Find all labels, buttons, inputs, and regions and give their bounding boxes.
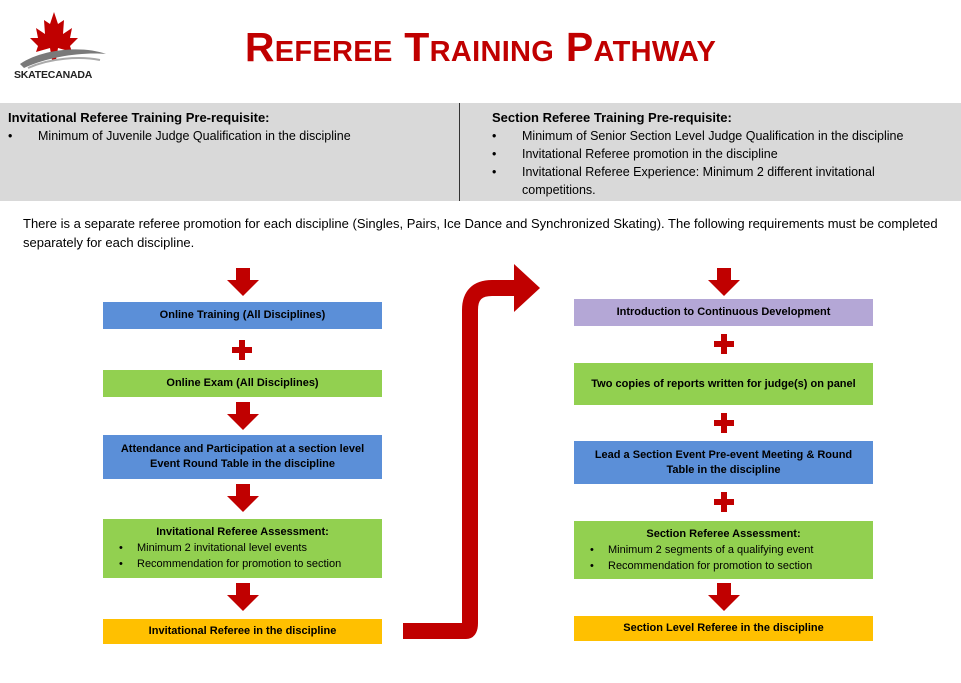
prerequisites-divider <box>459 103 460 201</box>
down-arrow-icon <box>227 583 259 611</box>
page-title: Referee Training Pathway <box>244 24 717 70</box>
invitational-prerequisites-heading: Invitational Referee Training Pre-requis… <box>8 110 270 125</box>
section-assessment-list: Minimum 2 segments of a qualifying event… <box>582 542 865 574</box>
down-arrow-icon <box>708 268 740 296</box>
section-prerequisites-heading: Section Referee Training Pre-requisite: <box>492 110 732 125</box>
invitational-prerequisites-list: Minimum of Juvenile Judge Qualification … <box>8 127 448 145</box>
online-training-step: Online Training (All Disciplines) <box>103 302 382 329</box>
section-prerequisites-list: Minimum of Senior Section Level Judge Qu… <box>492 127 947 199</box>
plus-icon <box>714 413 734 433</box>
continuous-development-step: Introduction to Continuous Development <box>574 299 873 326</box>
maple-leaf-skate-icon <box>20 12 106 69</box>
invitational-assessment-list: Minimum 2 invitational level events Reco… <box>111 540 374 572</box>
list-item: Recommendation for promotion to section <box>582 558 865 574</box>
section-assessment-step: Section Referee Assessment: Minimum 2 se… <box>574 521 873 579</box>
invitational-assessment-title: Invitational Referee Assessment: <box>156 526 329 538</box>
list-item: Minimum 2 invitational level events <box>111 540 374 556</box>
list-item: Minimum 2 segments of a qualifying event <box>582 542 865 558</box>
down-arrow-icon <box>227 402 259 430</box>
invitational-assessment-step: Invitational Referee Assessment: Minimum… <box>103 519 382 578</box>
down-arrow-icon <box>708 583 740 611</box>
curved-up-arrow-icon <box>403 264 540 639</box>
down-arrow-icon <box>227 268 259 296</box>
round-table-step: Attendance and Participation at a sectio… <box>103 435 382 479</box>
plus-icon <box>714 492 734 512</box>
down-arrow-icon <box>227 484 259 512</box>
list-item: Minimum of Senior Section Level Judge Qu… <box>492 127 947 145</box>
plus-icon <box>232 340 252 360</box>
section-referee-result: Section Level Referee in the discipline <box>574 616 873 641</box>
invitational-prerequisites: Invitational Referee Training Pre-requis… <box>8 109 448 145</box>
list-item: Invitational Referee Experience: Minimum… <box>492 163 947 199</box>
section-prerequisites: Section Referee Training Pre-requisite: … <box>492 109 947 199</box>
lead-meeting-step: Lead a Section Event Pre-event Meeting &… <box>574 441 873 484</box>
intro-text: There is a separate referee promotion fo… <box>23 216 938 250</box>
skate-canada-logo <box>14 8 114 86</box>
invitational-referee-result: Invitational Referee in the discipline <box>103 619 382 644</box>
list-item: Minimum of Juvenile Judge Qualification … <box>8 127 448 145</box>
logo-text: SKATECANADA <box>14 69 93 81</box>
online-exam-step: Online Exam (All Disciplines) <box>103 370 382 397</box>
list-item: Invitational Referee promotion in the di… <box>492 145 947 163</box>
list-item: Recommendation for promotion to section <box>111 556 374 572</box>
plus-icon <box>714 334 734 354</box>
judge-reports-step: Two copies of reports written for judge(… <box>574 363 873 405</box>
section-assessment-title: Section Referee Assessment: <box>646 527 801 540</box>
